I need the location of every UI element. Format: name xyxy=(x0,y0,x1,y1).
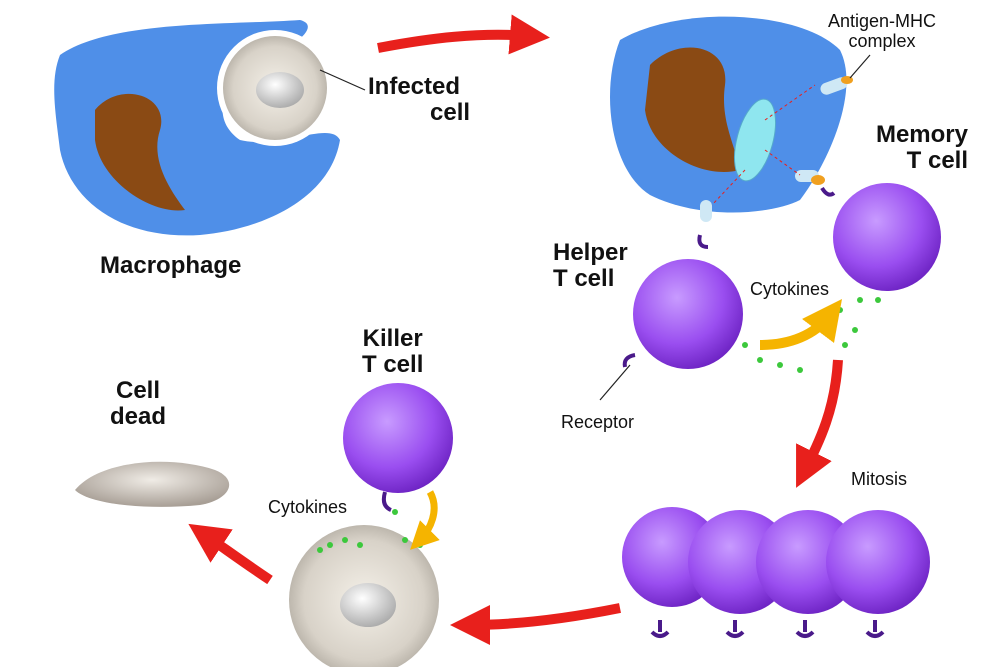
label-killer-t-cell: Killer T cell xyxy=(362,325,424,379)
label-line: Killer xyxy=(362,325,423,352)
label-line: cell xyxy=(430,99,471,127)
label-cell-dead: Cell dead xyxy=(110,377,167,431)
label-line: dead xyxy=(110,403,167,431)
dividing-t-cells xyxy=(622,507,930,638)
label-line: Cell xyxy=(116,377,161,404)
label-line: T cell xyxy=(906,147,968,175)
label-cytokines-top: Cytokines xyxy=(750,279,830,299)
label-line: Memory xyxy=(875,121,968,148)
helper-t-cell xyxy=(599,234,743,401)
killer-t-cell xyxy=(343,383,453,512)
label-infected-cell: Infected cell xyxy=(368,73,471,127)
label-cytokines-bottom: Cytokines xyxy=(268,497,348,517)
flow-arrows xyxy=(188,14,843,645)
label-macrophage: Macrophage xyxy=(100,252,242,279)
label-helper-t-cell: Helper T cell xyxy=(553,239,628,293)
dead-cell xyxy=(75,461,230,507)
label-mitosis: Mitosis xyxy=(851,469,908,489)
label-memory-t-cell: Memory T cell xyxy=(858,121,968,175)
label-line: Infected xyxy=(368,73,461,100)
label-line: complex xyxy=(848,30,916,51)
memory-t-cell xyxy=(820,183,941,291)
label-antigen-mhc: Antigen-MHC complex xyxy=(828,11,937,52)
label-line: Antigen-MHC xyxy=(828,11,937,31)
label-line: Helper xyxy=(553,239,628,266)
antigen-dashes xyxy=(711,84,816,206)
macrophage-cell xyxy=(54,20,366,236)
label-line: T cell xyxy=(362,351,424,379)
label-receptor: Receptor xyxy=(561,412,635,432)
antigen-presenting-macrophage xyxy=(610,16,871,222)
label-line: T cell xyxy=(553,265,615,293)
target-infected-cell xyxy=(289,525,439,667)
